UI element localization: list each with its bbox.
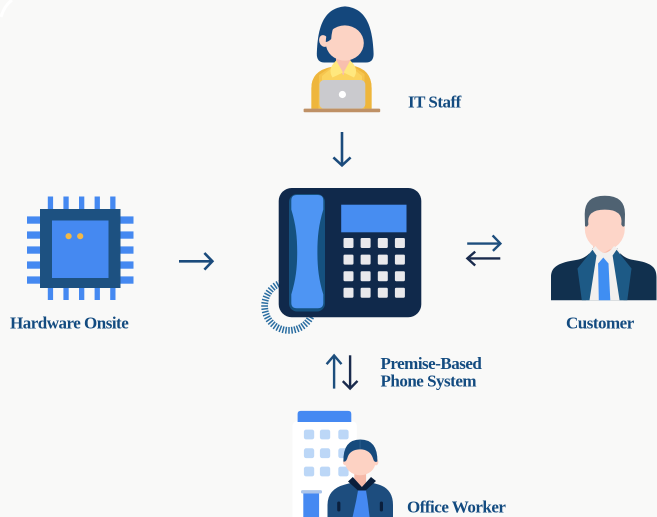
svg-text:Hardware Onsite: Hardware Onsite <box>10 314 129 333</box>
svg-text:Phone System: Phone System <box>381 372 477 391</box>
svg-text:Customer: Customer <box>566 314 635 333</box>
svg-text:Office Worker: Office Worker <box>407 498 506 517</box>
svg-text:IT Staff: IT Staff <box>408 93 462 112</box>
svg-text:Premise-Based: Premise-Based <box>381 354 483 373</box>
